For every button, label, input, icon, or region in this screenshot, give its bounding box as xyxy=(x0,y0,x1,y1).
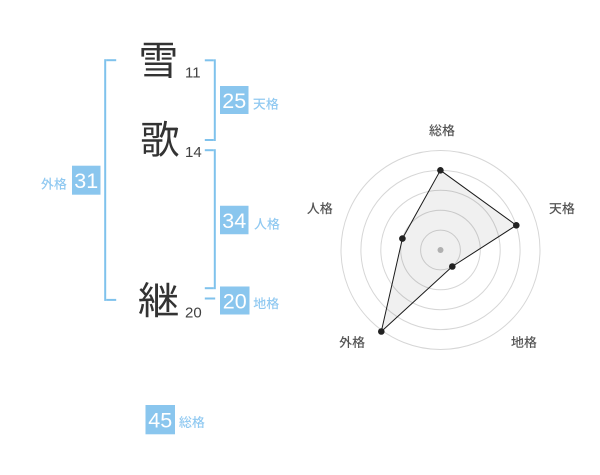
svg-text:20: 20 xyxy=(223,289,247,313)
svg-text:25: 25 xyxy=(222,89,246,113)
svg-text:14: 14 xyxy=(185,144,202,161)
svg-text:45: 45 xyxy=(148,409,172,433)
svg-text:11: 11 xyxy=(185,65,201,82)
svg-text:20: 20 xyxy=(185,305,202,322)
svg-text:31: 31 xyxy=(74,169,98,193)
svg-text:34: 34 xyxy=(222,209,246,233)
